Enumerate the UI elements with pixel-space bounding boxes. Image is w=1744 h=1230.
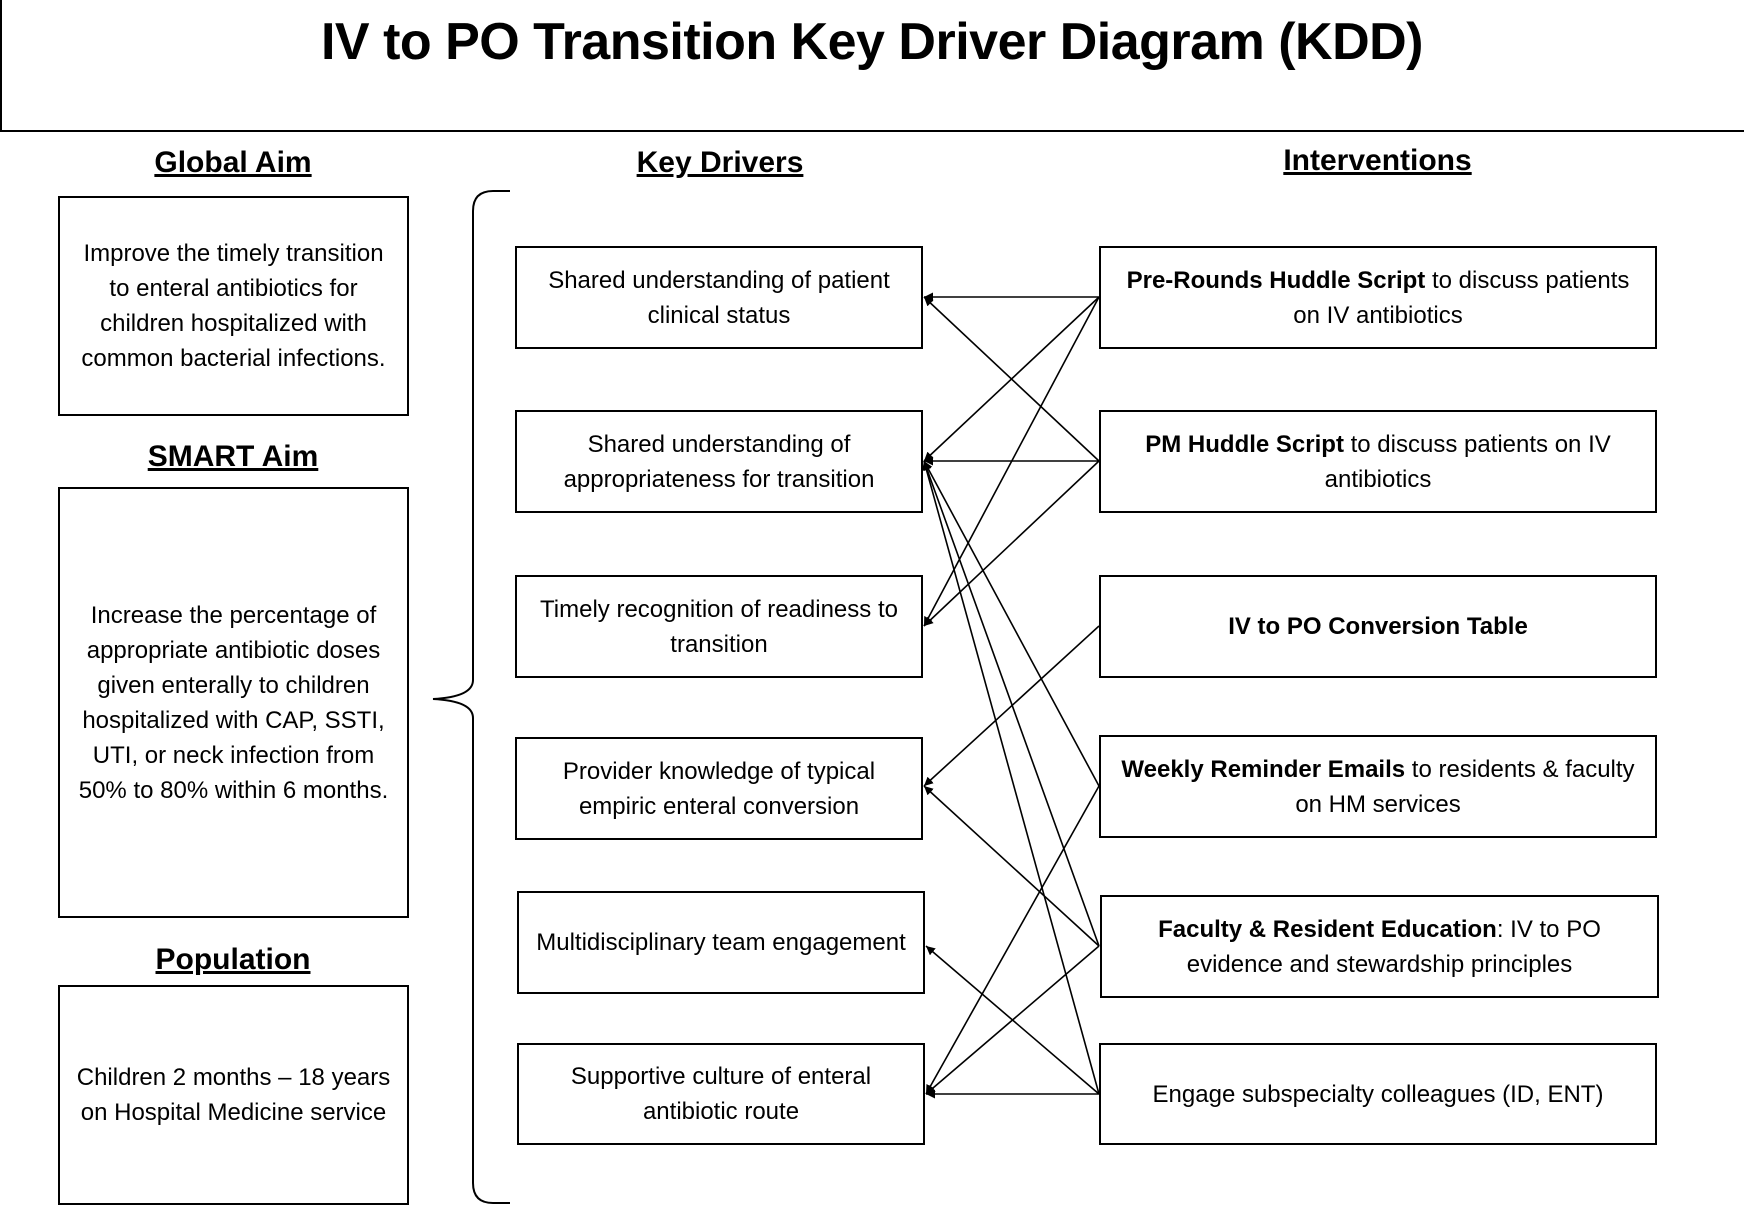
key-driver-box: Timely recognition of readiness to trans… [515,575,923,678]
intervention-bold-text: Weekly Reminder Emails [1121,755,1406,783]
connector-arrow [923,785,1100,947]
key-driver-label: Shared understanding of appropriateness … [563,430,875,493]
key-driver-label: Multidisciplinary team engagement [536,929,906,956]
connector-arrow [923,625,1100,787]
frame-left-edge [0,0,2,131]
intervention-box: Faculty & Resident Education: IV to PO e… [1100,895,1659,998]
heading-population: Population [155,943,311,976]
population-box: Children 2 months – 18 years on Hospital… [58,985,409,1205]
intervention-rest-text: to residents & faculty on HM services [1295,755,1635,818]
page-title: IV to PO Transition Key Driver Diagram (… [320,13,1424,71]
key-driver-box: Multidisciplinary team engagement [517,891,925,994]
intervention-bold-text: Pre-Rounds Huddle Script [1126,266,1426,294]
intervention-rest-text: : IV to PO evidence and stewardship prin… [1186,915,1601,978]
smart-aim-text: Increase the percentage of appropriate a… [78,601,389,804]
intervention-rest-text: to discuss patients on IV antibiotics [1324,430,1611,493]
global-aim-box: Improve the timely transition to enteral… [58,196,409,416]
key-driver-box: Shared understanding of appropriateness … [515,410,923,513]
intervention-bold-text: Faculty & Resident Education [1158,915,1497,943]
key-driver-label: Provider knowledge of typical empiric en… [562,757,876,820]
intervention-text: Faculty & Resident Education: IV to PO e… [1112,912,1647,982]
intervention-box: PM Huddle Script to discuss patients on … [1099,410,1657,513]
population-text: Children 2 months – 18 years on Hospital… [76,1064,391,1126]
heading-global-aim: Global Aim [154,146,312,179]
connector-arrow [923,460,1100,787]
intervention-text: Pre-Rounds Huddle Script to discuss pati… [1111,263,1645,333]
connector-arrow [925,945,1100,1095]
intervention-bold-text: IV to PO Conversion Table [1228,613,1528,640]
intervention-text: PM Huddle Script to discuss patients on … [1111,427,1645,497]
intervention-box: Pre-Rounds Huddle Script to discuss pati… [1099,246,1657,349]
heading-interventions: Interventions [1283,144,1472,177]
intervention-text: Weekly Reminder Emails to residents & fa… [1111,752,1645,822]
key-driver-label: Shared understanding of patient clinical… [548,266,890,329]
connector-arrow [923,460,1100,627]
heading-key-drivers: Key Drivers [636,146,804,179]
key-driver-box: Supportive culture of enteral antibiotic… [517,1043,925,1145]
global-aim-text: Improve the timely transition to enteral… [81,240,386,372]
intervention-rest-text: Engage subspecialty colleagues (ID, ENT) [1152,1080,1604,1108]
intervention-text: IV to PO Conversion Table [1228,609,1528,644]
smart-aim-box: Increase the percentage of appropriate a… [58,487,409,918]
title-divider [0,130,1744,132]
heading-smart-aim: SMART Aim [147,440,319,473]
connector-arrow [922,460,1100,1095]
link-group [922,292,1100,1099]
intervention-box: Weekly Reminder Emails to residents & fa… [1099,735,1657,838]
grouping-brace [432,190,510,1204]
connector-arrow [922,460,1100,947]
intervention-rest-text: to discuss patients on IV antibiotics [1293,266,1630,329]
connector-arrow [925,785,1100,1095]
key-driver-box: Provider knowledge of typical empiric en… [515,737,923,840]
key-driver-label: Timely recognition of readiness to trans… [540,595,898,658]
intervention-box: Engage subspecialty colleagues (ID, ENT) [1099,1043,1657,1145]
intervention-text: Engage subspecialty colleagues (ID, ENT) [1153,1077,1604,1112]
intervention-bold-text: PM Huddle Script [1145,430,1344,458]
key-driver-box: Shared understanding of patient clinical… [515,246,923,349]
intervention-box: IV to PO Conversion Table [1099,575,1657,678]
key-driver-label: Supportive culture of enteral antibiotic… [570,1063,872,1125]
connector-arrow [923,296,1100,462]
